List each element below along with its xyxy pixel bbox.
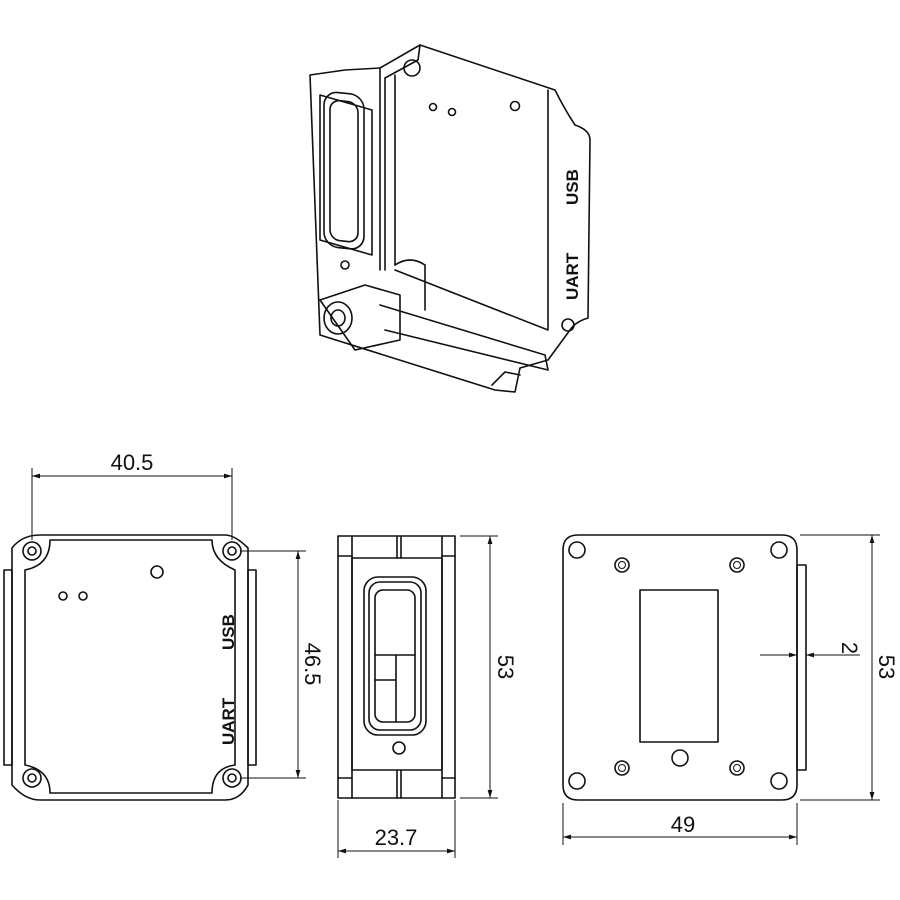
isometric-view: USB UART [309, 44, 591, 393]
side-view: 53 23.7 [337, 535, 518, 858]
dim-53-back: 53 [874, 655, 899, 679]
usb-label-3d: USB [563, 169, 582, 205]
dim-23-7: 23.7 [375, 825, 418, 850]
uart-label-front: UART [219, 697, 238, 745]
dim-46-5: 46.5 [300, 643, 325, 686]
back-view: 2 53 49 [562, 534, 899, 845]
dim-2: 2 [837, 642, 862, 654]
front-view: USB UART 40.5 46.5 [3, 450, 325, 801]
dim-53-side: 53 [493, 655, 518, 679]
dim-49: 49 [671, 812, 695, 837]
usb-label-front: USB [219, 614, 238, 650]
uart-label-3d: UART [563, 252, 582, 300]
dim-40-5: 40.5 [111, 450, 154, 475]
